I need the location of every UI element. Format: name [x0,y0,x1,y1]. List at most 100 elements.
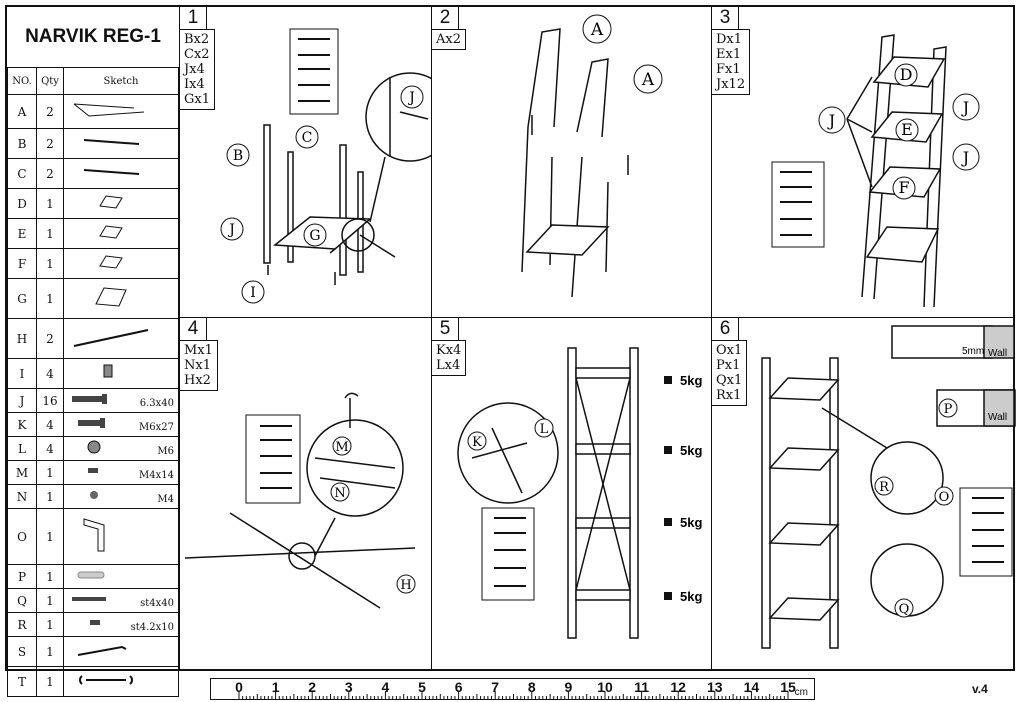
part-sketch [63,318,179,359]
part-letter: A [7,94,37,129]
part-qty: 1 [36,612,64,637]
callout-G: G [309,228,320,244]
ruler-number: 7 [491,679,500,695]
version-label: v.4 [972,682,988,696]
part-letter: M [7,460,37,485]
ruler-number: 2 [308,679,317,695]
part-sketch [63,128,179,159]
callout-J: J [827,111,835,130]
callout-R: R [879,480,890,495]
part-qty: 1 [36,564,64,589]
part-sketch [63,358,179,389]
part-qty: 2 [36,128,64,159]
part-sketch [63,218,179,249]
part-letter: N [7,484,37,509]
step-3-illustration: D E F J J J [771,34,980,308]
part-qty: 2 [36,318,64,359]
part-letter: I [7,358,37,389]
part-letter: P [7,564,37,589]
callout-E: E [901,120,913,139]
part-sketch [63,158,179,189]
ruler-number: 4 [381,679,390,695]
part-letter: G [7,278,37,319]
callout-J: J [227,222,235,238]
callout-D: D [900,65,913,84]
step-5-illustration: K L 5kg 5kg 5kg 5kg [457,347,702,639]
part-letter: F [7,248,37,279]
ruler-number: 12 [670,679,686,695]
step-1-illustration: B C J G I J [220,28,432,304]
ruler-number: 15 [780,679,796,695]
part-sketch [63,278,179,319]
part-spec: M6x27 [139,422,174,433]
part-qty: 1 [36,508,64,565]
part-sketch: st4.2x10 [63,612,179,637]
step-4-number: 4 [180,318,207,341]
product-title: NARVIK REG-1 [7,7,180,67]
callout-F: F [898,178,909,197]
part-letter: J [7,388,37,413]
step-2-panel: A A 2 Ax2 [431,7,711,318]
wall-label: Wall [988,348,1007,359]
step-3-number: 3 [712,7,739,30]
callout-O: O [939,490,950,505]
wall-label-2: Wall [988,412,1007,423]
col-qty: Qty [36,67,64,95]
part-qty: 1 [36,460,64,485]
part-letter: K [7,412,37,437]
col-sketch: Sketch [63,67,179,95]
part-letter: C [7,158,37,189]
part-qty: 4 [36,436,64,461]
callout-K: K [472,435,482,450]
col-no: NO. [7,67,37,95]
part-letter: D [7,188,37,219]
part-letter: B [7,128,37,159]
load-label-2: 5kg [680,443,702,458]
step-2-illustration: A A [521,14,663,298]
part-spec: st4.2x10 [130,622,174,633]
callout-L: L [540,422,549,437]
part-spec: M4 [157,494,174,505]
step-4-parts: Mx1 Nx1 Hx2 [180,340,218,391]
part-sketch [63,94,179,129]
ruler-ticks [238,691,789,700]
callout-B: B [233,148,243,164]
load-label-4: 5kg [680,589,702,604]
part-sketch: st4x40 [63,588,179,613]
callout-N: N [334,486,345,501]
callout-H: H [400,578,411,593]
part-qty: 2 [36,158,64,189]
part-qty: 1 [36,248,64,279]
part-sketch [63,188,179,219]
callout-J2: J [961,98,969,117]
part-qty: 4 [36,358,64,389]
ruler-number: 5 [418,679,426,695]
part-sketch [63,564,179,589]
ruler-number: 0 [235,679,243,695]
part-sketch: M6 [63,436,179,461]
step-1-parts: Bx2 Cx2 Jx4 Ix4 Gx1 [180,29,215,110]
part-qty: 1 [36,278,64,319]
ruler-unit: cm [794,687,808,698]
step-1-panel: B C J G I J 1 Bx2 Cx2 Jx4 Ix4 Gx1 [179,7,432,318]
step-3-parts: Dx1 Ex1 Fx1 Jx12 [712,29,751,95]
part-sketch [63,508,179,565]
part-sketch: M4x14 [63,460,179,485]
part-letter: E [7,218,37,249]
part-qty: 4 [36,412,64,437]
part-letter: R [7,612,37,637]
ruler-number: 1 [271,679,280,695]
callout-C: C [302,130,313,146]
part-sketch [63,248,179,279]
